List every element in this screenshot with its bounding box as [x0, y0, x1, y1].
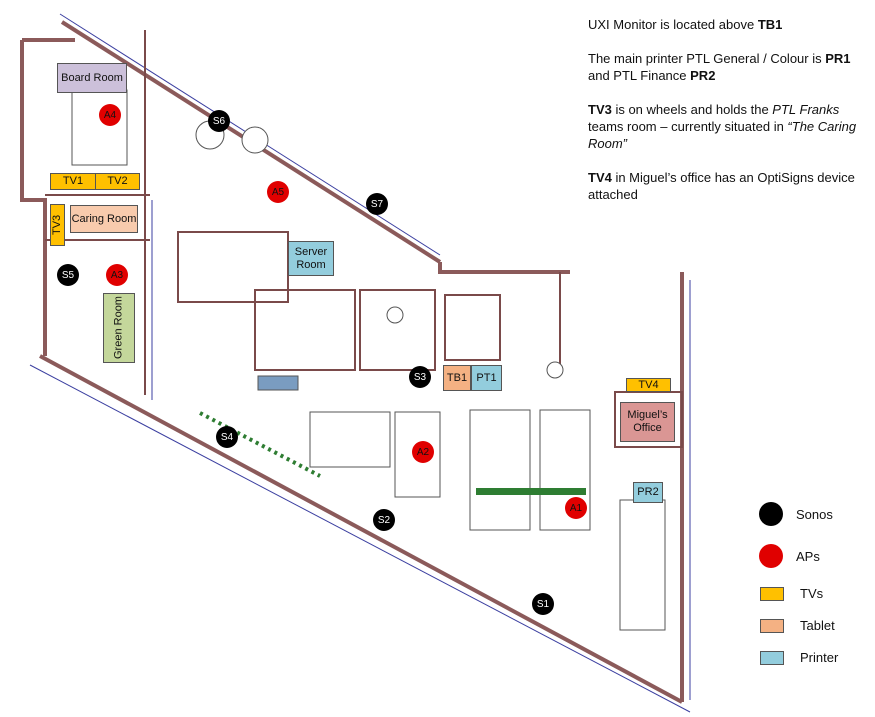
legend-sonos: Sonos: [759, 502, 833, 526]
notes-panel: UXI Monitor is located above TB1 The mai…: [588, 16, 873, 220]
printer-swatch: [760, 650, 784, 665]
tv1: TV1: [50, 173, 96, 190]
pr2: PR2: [633, 482, 663, 503]
ap-a1: A1: [565, 497, 587, 519]
legend-aps-label: APs: [796, 548, 820, 564]
sonos-s4: S4: [216, 426, 238, 448]
green-room: Green Room: [103, 293, 135, 363]
legend-sonos-label: Sonos: [796, 506, 833, 522]
ap-swatch: [759, 544, 783, 568]
legend-tvs: TVs: [760, 586, 823, 601]
legend-tablet-label: Tablet: [800, 618, 835, 633]
ap-a5: A5: [267, 181, 289, 203]
sonos-s7: S7: [366, 193, 388, 215]
tv4: TV4: [626, 378, 671, 392]
legend-printer: Printer: [760, 650, 838, 665]
sonos-s5: S5: [57, 264, 79, 286]
note-tv4: TV4 in Miguel’s office has an OptiSigns …: [588, 170, 855, 202]
caring-room: Caring Room: [70, 205, 138, 233]
sonos-s6: S6: [208, 110, 230, 132]
legend-aps: APs: [759, 544, 820, 568]
legend-tablet: Tablet: [760, 618, 835, 633]
pt1: PT1: [471, 365, 502, 391]
planters: [199, 411, 586, 495]
tv2: TV2: [95, 173, 140, 190]
tv3: TV3: [50, 204, 65, 246]
sonos-swatch: [759, 502, 783, 526]
note-tv3: TV3 is on wheels and holds the PTL Frank…: [588, 102, 857, 151]
ap-a3: A3: [106, 264, 128, 286]
legend-tvs-label: TVs: [800, 586, 824, 601]
legend-printer-label: Printer: [800, 650, 839, 665]
ap-a2: A2: [412, 441, 434, 463]
building-walls: [20, 20, 684, 704]
sonos-s1: S1: [532, 593, 554, 615]
miguels-office: Miguel’s Office: [620, 402, 675, 442]
note-uxi: UXI Monitor is located above TB1: [588, 17, 783, 32]
sonos-s3: S3: [409, 366, 431, 388]
furniture: [71, 89, 666, 631]
tablet-swatch: [760, 618, 784, 633]
note-printers: The main printer PTL General / Colour is…: [588, 51, 851, 83]
board-room: Board Room: [57, 63, 127, 93]
server-room: Server Room: [288, 241, 334, 276]
interior-walls: [45, 30, 683, 448]
ap-a4: A4: [99, 104, 121, 126]
tv-swatch: [760, 586, 784, 601]
tb1: TB1: [443, 365, 471, 391]
sonos-s2: S2: [373, 509, 395, 531]
